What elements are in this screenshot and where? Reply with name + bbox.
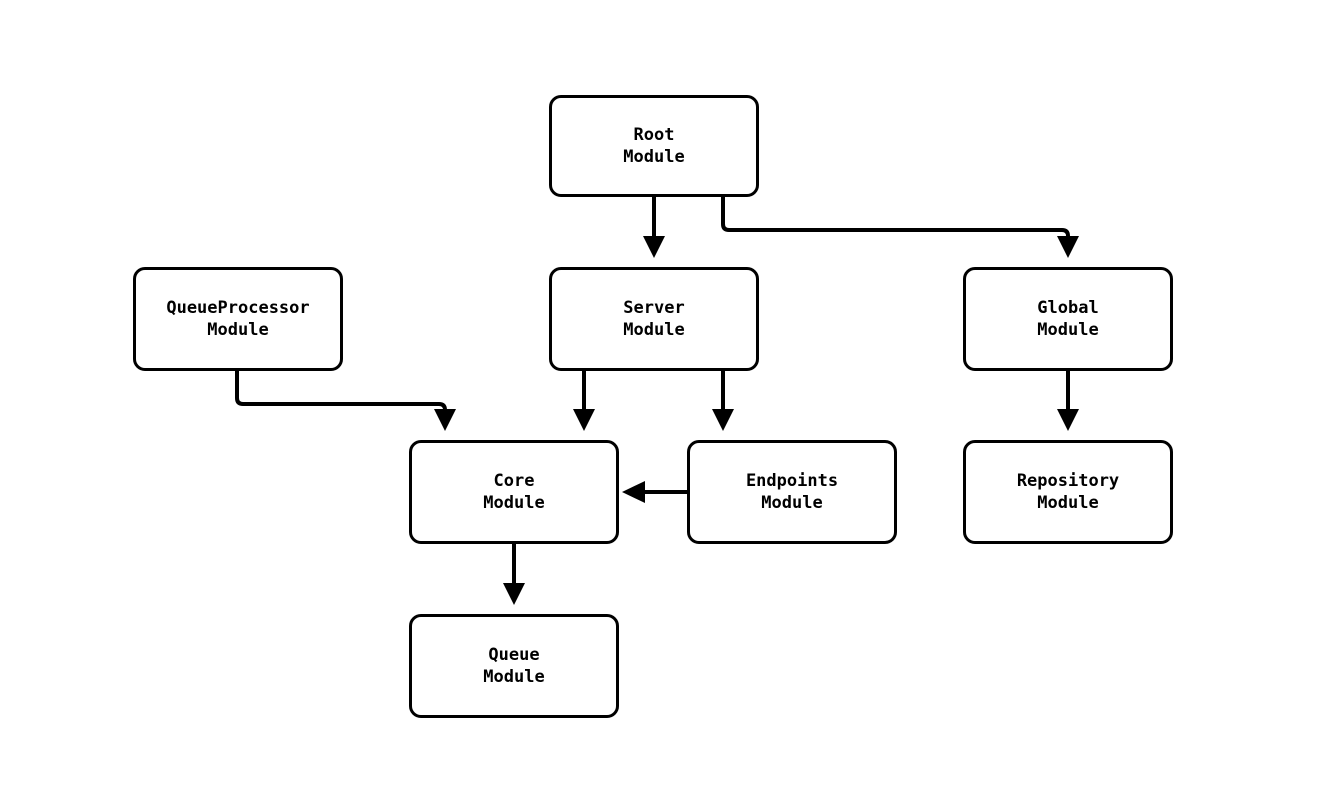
node-root-module[interactable]: Root Module [549, 95, 759, 197]
node-queueprocessor-module[interactable]: QueueProcessor Module [133, 267, 343, 371]
node-queueprocessor-module-label: QueueProcessor Module [166, 298, 310, 340]
edge-core-to-queue [503, 544, 525, 605]
node-global-module[interactable]: Global Module [963, 267, 1173, 371]
node-endpoints-module[interactable]: Endpoints Module [687, 440, 897, 544]
edge-server-to-core [573, 371, 595, 431]
edge-root-to-server [643, 197, 665, 258]
node-queue-module-label: Queue Module [483, 645, 545, 687]
node-root-module-label: Root Module [623, 125, 685, 167]
node-repository-module[interactable]: Repository Module [963, 440, 1173, 544]
node-global-module-label: Global Module [1037, 298, 1099, 340]
edge-queueprocessor-to-core [235, 371, 456, 431]
edge-global-to-repository [1057, 371, 1079, 431]
edge-root-to-global [721, 197, 1079, 258]
node-core-module[interactable]: Core Module [409, 440, 619, 544]
node-endpoints-module-label: Endpoints Module [745, 471, 839, 513]
node-repository-module-label: Repository Module [1016, 471, 1120, 513]
node-core-module-label: Core Module [483, 471, 545, 513]
node-server-module[interactable]: Server Module [549, 267, 759, 371]
node-server-module-label: Server Module [623, 298, 685, 340]
node-queue-module[interactable]: Queue Module [409, 614, 619, 718]
edge-server-to-endpoints [712, 371, 734, 431]
edge-endpoints-to-core [622, 481, 687, 503]
